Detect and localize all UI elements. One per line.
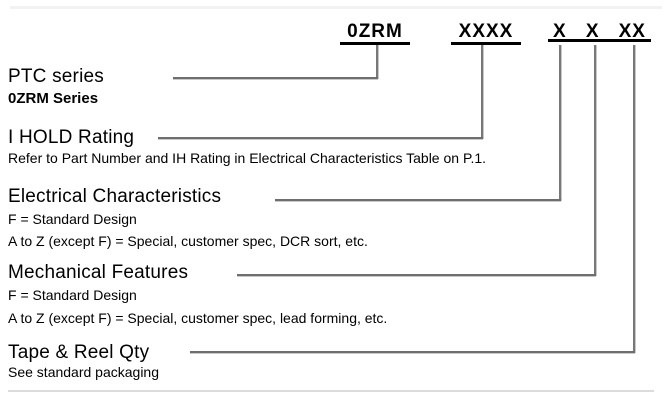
section-title-mechanical-features: Mechanical Features — [8, 262, 189, 283]
connector-horizontal-electrical — [275, 199, 561, 201]
connector-vertical-series — [376, 45, 378, 79]
part-number-mechanical-x: X — [585, 21, 600, 42]
part-number-segment-suffix-group: X X XX — [548, 22, 651, 42]
part-number-electrical-x: X — [553, 21, 567, 42]
section-line-electrical-standard: F = Standard Design — [8, 211, 137, 227]
section-desc-tape-reel-qty: See standard packaging — [8, 364, 159, 380]
connector-vertical-tape-reel — [633, 45, 635, 353]
section-line-mechanical-standard: F = Standard Design — [8, 287, 137, 303]
page-top-edge — [10, 6, 662, 9]
connector-horizontal-ihold — [158, 137, 483, 139]
part-number-segment-series: 0ZRM — [340, 22, 410, 45]
section-title-ptc-series: PTC series — [8, 66, 104, 87]
part-number-tape-reel-xx: XX — [618, 21, 646, 42]
section-line-mechanical-special: A to Z (except F) = Special, customer sp… — [8, 310, 388, 326]
connector-vertical-ihold — [481, 45, 483, 139]
section-line-electrical-special: A to Z (except F) = Special, customer sp… — [8, 233, 368, 249]
section-title-electrical-characteristics: Electrical Characteristics — [8, 186, 222, 207]
connector-vertical-mechanical — [594, 45, 596, 276]
connector-horizontal-series — [173, 77, 378, 79]
connector-horizontal-mechanical — [237, 274, 596, 276]
page-bottom-divider — [8, 390, 654, 392]
section-subtitle-0zrm-series: 0ZRM Series — [8, 90, 99, 107]
connector-vertical-electrical — [559, 45, 561, 201]
section-title-tape-reel-qty: Tape & Reel Qty — [8, 342, 150, 363]
section-title-ihold-rating: I HOLD Rating — [8, 127, 135, 148]
part-number-segment-ihold: XXXX — [451, 22, 521, 45]
section-desc-ihold-rating: Refer to Part Number and IH Rating in El… — [8, 150, 487, 166]
connector-horizontal-tape-reel — [190, 351, 635, 353]
